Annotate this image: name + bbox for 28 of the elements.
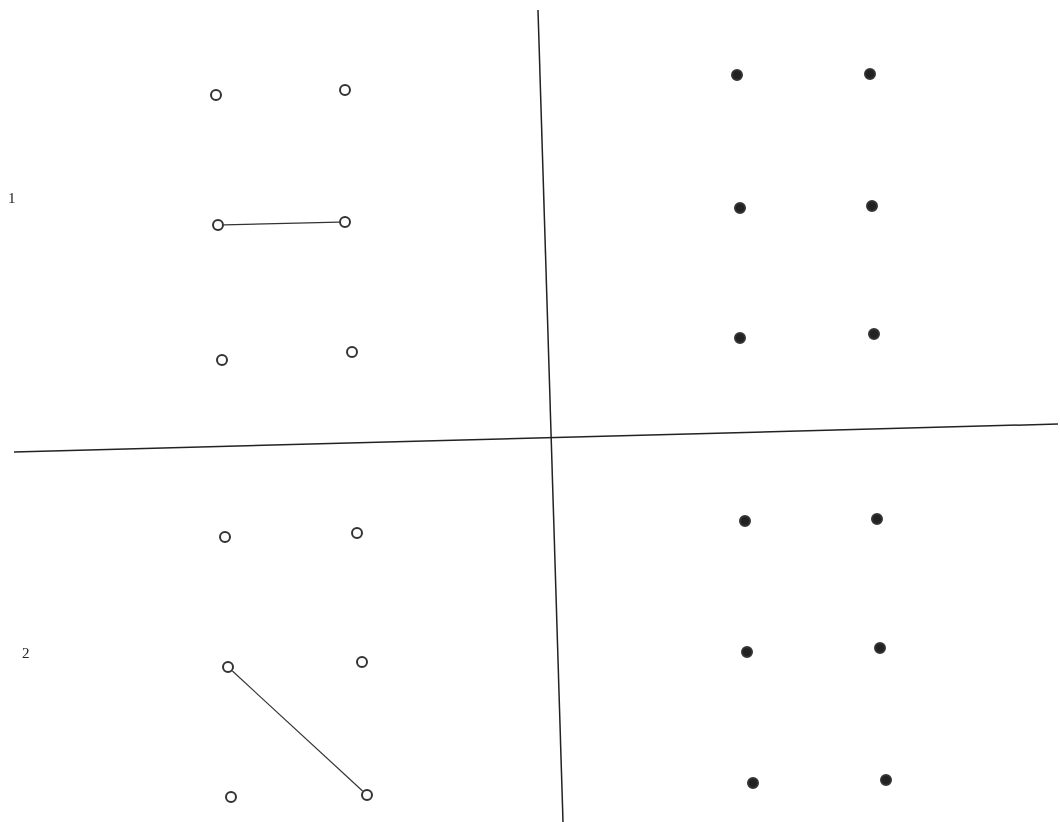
open-circle — [361, 789, 373, 801]
filled-dot — [734, 202, 746, 214]
open-circle — [225, 791, 237, 803]
connector-line — [231, 670, 364, 792]
filled-dot — [739, 515, 751, 527]
filled-dot — [864, 68, 876, 80]
open-circle — [212, 219, 224, 231]
filled-dot — [871, 513, 883, 525]
filled-dot — [741, 646, 753, 658]
open-circle — [222, 661, 234, 673]
filled-dot — [874, 642, 886, 654]
row-number: 1 — [8, 190, 16, 207]
open-circle — [356, 656, 368, 668]
filled-dot — [880, 774, 892, 786]
open-circle — [346, 346, 358, 358]
connector-line — [223, 221, 340, 226]
open-circle — [216, 354, 228, 366]
open-circle — [339, 84, 351, 96]
open-circle — [219, 531, 231, 543]
filled-dot — [868, 328, 880, 340]
filled-dot — [731, 69, 743, 81]
row-number: 2 — [22, 645, 30, 662]
open-circle — [339, 216, 351, 228]
open-circle — [210, 89, 222, 101]
filled-dot — [747, 777, 759, 789]
filled-dot — [734, 332, 746, 344]
open-circle — [351, 527, 363, 539]
filled-dot — [866, 200, 878, 212]
